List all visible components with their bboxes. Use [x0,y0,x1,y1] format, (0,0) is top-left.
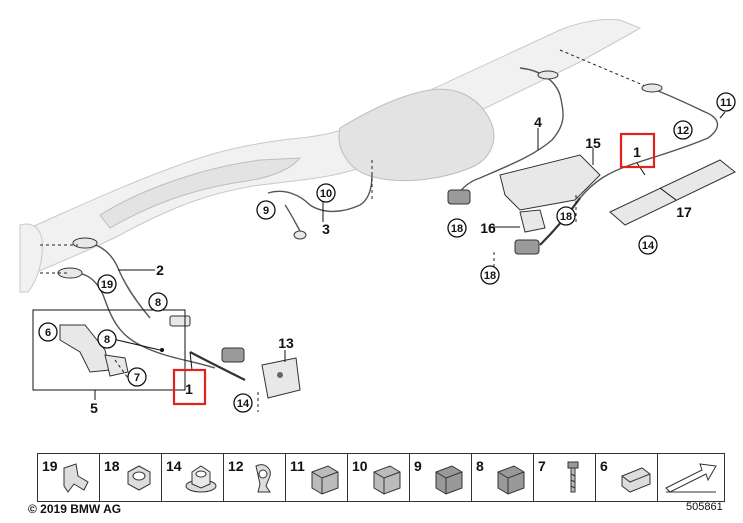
bracket-17 [609,159,736,226]
label-3: 3 [322,221,330,237]
connector-housing-icon [373,465,401,495]
label-13: 13 [278,335,294,351]
svg-text:19: 19 [101,279,113,291]
callout-8b: 8 [97,329,117,349]
callout-10: 10 [316,183,336,203]
callout-18c: 18 [480,265,500,285]
callout-7: 7 [127,367,147,387]
svg-text:7: 7 [134,372,140,384]
hex-nut-icon [127,465,151,491]
screw-icon [567,461,579,493]
svg-text:14: 14 [237,398,250,410]
callout-19: 19 [97,274,117,294]
legend-cell-8: 8 [472,454,534,501]
rubber-grommet-icon [621,467,651,493]
svg-text:12: 12 [677,125,689,137]
callout-8a: 8 [148,292,168,312]
callout-12: 12 [673,120,693,140]
legend-cell-7: 7 [534,454,596,501]
legend-cell-10: 10 [348,454,410,501]
callout-14a: 14 [233,393,253,413]
svg-text:8: 8 [104,334,110,346]
bracket-15 [499,154,601,211]
callout-6: 6 [38,322,58,342]
legend-cell-12: 12 [224,454,286,501]
flange-nut-icon [185,465,217,493]
label-1-right: 1 [633,144,641,160]
cable-clip-icon [255,464,271,493]
legend-cell-18: 18 [100,454,162,501]
callout-11: 11 [716,92,736,112]
connector-housing-icon [435,465,463,495]
exhaust-system-outline [19,19,642,293]
svg-text:9: 9 [263,205,269,217]
clip-16 [519,209,546,233]
diagram-number: 505861 [686,501,723,513]
svg-text:6: 6 [45,327,51,339]
label-2: 2 [156,262,164,278]
svg-text:14: 14 [642,240,655,252]
connector-right-a [447,189,471,205]
detail-box-5 [32,309,186,391]
legend-cell-9: 9 [410,454,472,501]
label-1-left: 1 [185,381,193,397]
label-17: 17 [676,204,692,220]
callout-9: 9 [256,200,276,220]
callout-18b: 18 [556,206,576,226]
connector-right-b [514,239,540,255]
right-sensor-harness [447,49,736,270]
parts-legend-strip: 19 18 14 12 11 10 [37,453,725,502]
connector-housing-icon [311,465,339,495]
center-sensor-3 [267,160,373,240]
legend-cell-19: 19 [38,454,100,501]
svg-text:18: 18 [451,223,463,235]
exploded-parts-diagram: 9 10 19 8 6 8 7 14 11 12 18 18 18 14 2 3… [19,19,736,416]
connector-housing-icon [497,465,525,495]
copyright-notice: © 2019 BMW AG [28,502,122,516]
label-5: 5 [90,400,98,416]
highlight-box-1-right [619,132,656,169]
callout-18a: 18 [447,218,467,238]
svg-text:8: 8 [155,297,161,309]
bracket-13 [257,357,301,412]
legend-cell-11: 11 [286,454,348,501]
svg-text:11: 11 [720,97,732,109]
svg-text:18: 18 [484,270,496,282]
leader-lines [94,111,726,400]
svg-text:10: 10 [320,188,332,200]
label-4: 4 [534,114,542,130]
highlight-box-1-left [172,368,207,406]
label-15: 15 [585,135,601,151]
legend-cell-direction-arrow [658,454,724,501]
callout-14b: 14 [638,235,658,255]
left-sensor-harness [40,237,246,381]
legend-cell-14: 14 [162,454,224,501]
direction-arrow-icon [665,463,717,493]
label-16: 16 [480,220,496,236]
sensor-connector-small [169,315,191,327]
clip-bracket-icon [63,463,89,493]
connector-left [221,347,245,363]
legend-cell-6: 6 [596,454,658,501]
svg-text:18: 18 [560,211,572,223]
